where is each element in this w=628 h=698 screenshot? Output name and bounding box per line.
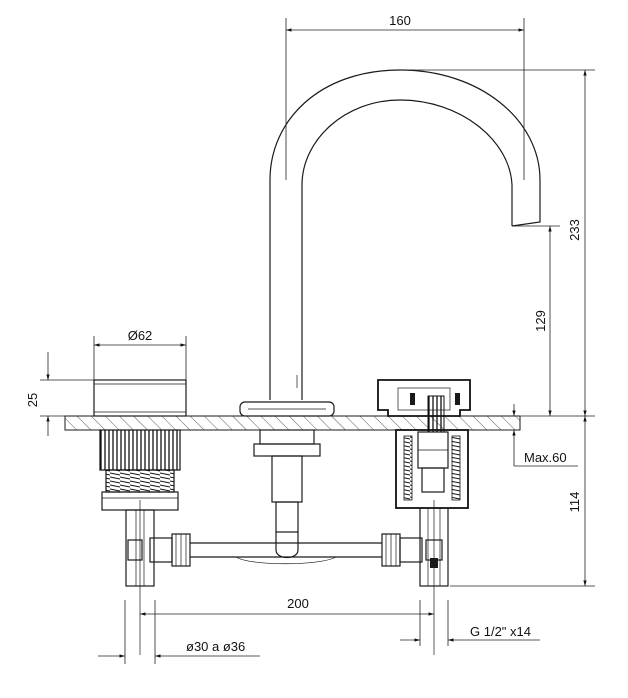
dim-hole-diameter: ø30 a ø36 bbox=[186, 639, 245, 654]
countertop bbox=[64, 415, 521, 431]
dim-spout-reach: 160 bbox=[389, 13, 411, 28]
dim-below-deck: 114 bbox=[567, 492, 582, 513]
dim-handle-height: 25 bbox=[25, 393, 40, 407]
dimension-lines bbox=[40, 18, 595, 664]
dim-center-spacing: 200 bbox=[287, 596, 309, 611]
dim-handle-diameter: Ø62 bbox=[128, 328, 153, 343]
dim-spout-clearance: 129 bbox=[533, 310, 548, 332]
dim-total-height: 233 bbox=[567, 219, 582, 241]
dimension-labels: 160 233 129 114 Max.60 Ø62 25 200 ø30 a … bbox=[25, 13, 582, 654]
left-handle bbox=[93, 379, 191, 587]
right-handle bbox=[377, 379, 471, 587]
center-lines bbox=[139, 500, 435, 655]
spout bbox=[190, 69, 541, 565]
dim-thread: G 1/2" x14 bbox=[470, 624, 531, 639]
dim-deck-thickness: Max.60 bbox=[524, 450, 567, 465]
